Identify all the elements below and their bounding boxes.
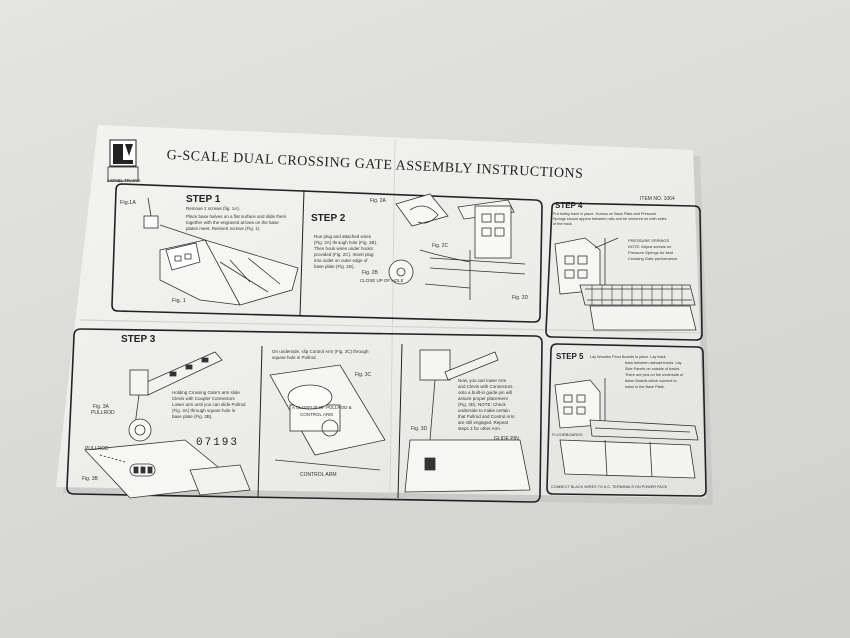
glide-line1: Now, you can lower Arm [458,378,507,383]
step5-line3: Side Panels on outside of tracks. [625,367,681,371]
undercarriage-line2: square hole in Pullrod. [272,355,317,360]
step3-drawing-middle [269,364,386,471]
pressure-line1: PRESSURE SPRINGS [628,238,670,243]
step2-heading: STEP 2 [311,213,346,224]
step5-line2: flush between railroad tracks. Lay [625,361,682,365]
step4-heading: STEP 4 [555,201,583,210]
step3-holding5: base plate (Fig. 3B). [172,414,213,419]
glide-line9: steps 3 for other Arm. [458,426,502,431]
fig2d-label: Fig. 2D [512,295,529,301]
glide-line7: that Pullrod and Control Arm [458,414,515,419]
panel-step3 [66,328,543,503]
step1-line1: Remove 2 screws (fig. 1A). [186,206,241,211]
step3-holding2: Clevis with Coupler Connectors [172,396,235,401]
step4-line1: Put trolley track in place. Screws on Ba… [553,212,657,216]
step4-line2: Springs should appear between rails and … [553,217,667,221]
step2-line4: provided (Fig. 2C). Insert plug [314,252,374,257]
pressure-line4: Crossing Gate performance. [628,256,679,261]
step2-drawing [388,193,526,300]
step3-heading: STEP 3 [121,334,156,345]
step5-line6: holes in the Base Plate. [625,385,665,389]
divider-step3-a [257,345,263,499]
step1-line3: together with the engraved arrows on the… [186,220,279,225]
glide-line2: and Clevis with Connectors [458,384,513,389]
step2-line5: into outlet on outer edge of [314,258,368,263]
glide-line8: are still engaged. Repeat [458,420,509,425]
glide-line6: underside to make certain [458,408,510,413]
fig2b-note: CLOSE UP OF HOLE [360,278,404,283]
glide-line3: onto a built-in guide pin will [458,390,513,395]
connect-wires-note: CONNECT BLACK WIRES TO A.C. TERMINALS ON… [551,485,668,489]
pressure-line3: Pressure Springs for best [628,250,674,255]
lionel-logo [107,139,139,182]
step2-line3: Then hook wires under hooks [314,246,374,251]
step3-holding1: Holding Crossing Gate's arm slide [172,390,240,395]
step3-holding3: Lower arm until you can slide Pullrod [172,402,246,407]
pullrod-label-left: PULLROD [91,410,115,416]
fold-line-horizontal [79,319,701,334]
step2-line2: (Fig. 2A) through hole (Fig. 2B). [314,240,378,245]
fig2a-label: Fig. 2A [370,198,386,204]
step3-drawing-left [84,351,251,499]
step1-line2: Place base halves on a flat surface and … [186,214,287,219]
step5-line4: There are pins on the underside of [625,373,684,377]
glide-line4: assure proper placement [458,396,508,401]
fig3a-label: Fig. 3A [93,404,109,410]
control-arm-label: CONTROL ARM [300,472,337,478]
fig3b-label: Fig. 3B [82,476,98,482]
panel-step1-2 [111,183,543,323]
fig2c-label: Fig. 2C [432,243,449,249]
step4-line3: of the track. [553,222,573,226]
instruction-sheet [56,125,706,498]
closeup-note-bottom: CONTROL ARM [300,412,333,417]
step2-line1: Run plug and attached wires [314,234,372,239]
fig2b-label: Fig. 2B [362,270,378,276]
serial-number: 07193 [196,437,240,449]
glide-line5: (Fig. 3D). NOTE: Check [458,402,506,407]
step3-holding4: (Fig. 3A) through square hole in [172,408,236,413]
step5-line5: these Boards which connect to [625,379,677,383]
fig1a-label: Fig.1A [120,200,136,206]
step5-heading: STEP 5 [556,352,584,361]
closeup-note-top: A CLOSEUP OF PULLROD & [292,405,352,410]
pressure-line2: NOTE: Adjust screws on [628,244,672,249]
step1-heading: STEP 1 [186,194,221,205]
fig3c-label: Fig. 3C [355,372,372,378]
divider-step1-2 [299,189,305,317]
fig1-label: Fig. 1 [172,298,186,304]
step3-drawing-right [404,349,531,493]
step2-line6: base plate (Fig. 2D). [314,264,355,269]
divider-step3-b [397,343,403,499]
item-number: ITEM NO. 1064 [640,196,675,202]
undercarriage-line1: On underside, slip Control Arm (Fig. 3C)… [272,349,369,354]
panel-step5 [546,343,707,497]
step5-line1: Lay Wooden Floor Boards in place. Lay tr… [590,355,666,359]
step1-line4: plates meet. Reinsert screws (Fig. 1). [186,226,261,231]
glide-pin-label: GLIDE PIN [494,436,519,442]
logo-caption: LIONEL TRAINS [107,178,141,183]
floorboards-label: FLOORBOARDS [552,432,583,437]
step1-drawing [143,197,299,306]
step5-drawing [554,378,699,479]
panel-step4 [545,202,703,341]
fig3d-label: Fig. 3D [411,426,428,432]
step4-drawing [554,237,697,331]
pullrod-label: PULLROD [85,446,109,452]
